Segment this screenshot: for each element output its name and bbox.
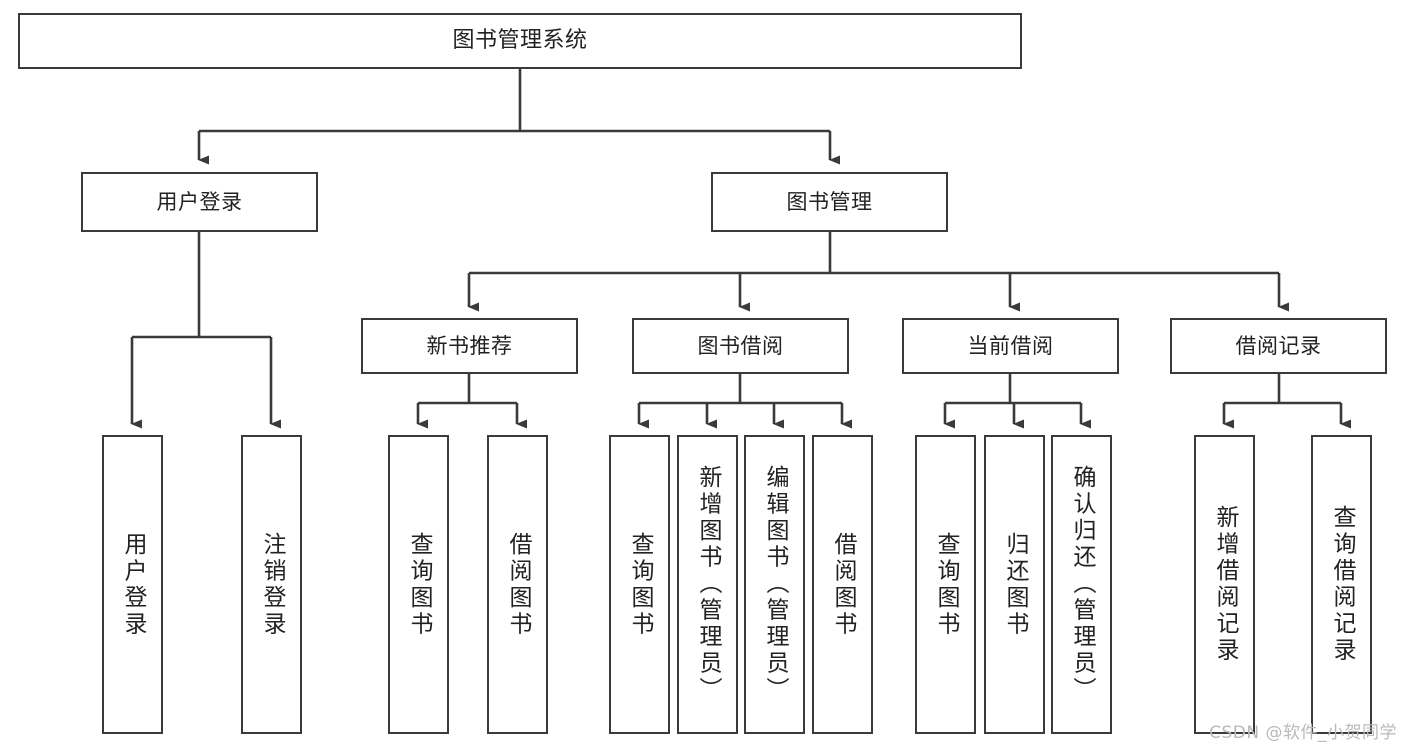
node-leaf-edit-book-label: 编辑图书（管理员） [762, 465, 788, 704]
node-leaf-add-record[interactable]: 新增借阅记录 [1194, 435, 1255, 734]
node-leaf-query-book-1[interactable]: 查询图书 [388, 435, 449, 734]
node-leaf-user-logout-label: 注销登录 [259, 531, 285, 638]
watermark-text: CSDN @软件_小贺同学 [1209, 723, 1397, 743]
node-user-login[interactable]: 用户登录 [81, 172, 318, 232]
node-leaf-borrow-book-2[interactable]: 借阅图书 [812, 435, 873, 734]
node-borrow-record[interactable]: 借阅记录 [1170, 318, 1387, 374]
node-leaf-add-book[interactable]: 新增图书（管理员） [677, 435, 738, 734]
node-user-login-label: 用户登录 [156, 189, 243, 214]
node-leaf-query-record[interactable]: 查询借阅记录 [1311, 435, 1372, 734]
node-leaf-query-book-1-label: 查询图书 [406, 531, 432, 638]
node-book-borrow-label: 图书借阅 [697, 333, 784, 358]
node-book-manage-label: 图书管理 [786, 189, 873, 214]
node-leaf-edit-book[interactable]: 编辑图书（管理员） [744, 435, 805, 734]
node-book-borrow[interactable]: 图书借阅 [632, 318, 849, 374]
node-leaf-user-logout[interactable]: 注销登录 [241, 435, 302, 734]
node-leaf-query-book-2-label: 查询图书 [627, 531, 653, 638]
node-leaf-query-book-3-label: 查询图书 [933, 531, 959, 638]
node-borrow-record-label: 借阅记录 [1235, 333, 1322, 358]
node-new-book-recommend-label: 新书推荐 [426, 333, 513, 358]
node-leaf-user-login-label: 用户登录 [120, 531, 146, 638]
node-book-manage[interactable]: 图书管理 [711, 172, 948, 232]
node-leaf-confirm-return[interactable]: 确认归还（管理员） [1051, 435, 1112, 734]
node-current-borrow-label: 当前借阅 [967, 333, 1054, 358]
node-leaf-confirm-return-label: 确认归还（管理员） [1069, 465, 1095, 704]
node-new-book-recommend[interactable]: 新书推荐 [361, 318, 578, 374]
node-leaf-borrow-book-1[interactable]: 借阅图书 [487, 435, 548, 734]
node-leaf-return-book-label: 归还图书 [1002, 531, 1028, 638]
node-leaf-query-book-2[interactable]: 查询图书 [609, 435, 670, 734]
node-leaf-borrow-book-1-label: 借阅图书 [505, 531, 531, 638]
node-leaf-return-book[interactable]: 归还图书 [984, 435, 1045, 734]
node-leaf-borrow-book-2-label: 借阅图书 [830, 531, 856, 638]
node-leaf-add-record-label: 新增借阅记录 [1212, 505, 1238, 664]
node-leaf-query-record-label: 查询借阅记录 [1329, 505, 1355, 664]
node-root-label: 图书管理系统 [452, 27, 588, 53]
node-leaf-user-login[interactable]: 用户登录 [102, 435, 163, 734]
node-leaf-query-book-3[interactable]: 查询图书 [915, 435, 976, 734]
node-current-borrow[interactable]: 当前借阅 [902, 318, 1119, 374]
node-leaf-add-book-label: 新增图书（管理员） [695, 465, 721, 704]
node-root[interactable]: 图书管理系统 [18, 13, 1022, 69]
